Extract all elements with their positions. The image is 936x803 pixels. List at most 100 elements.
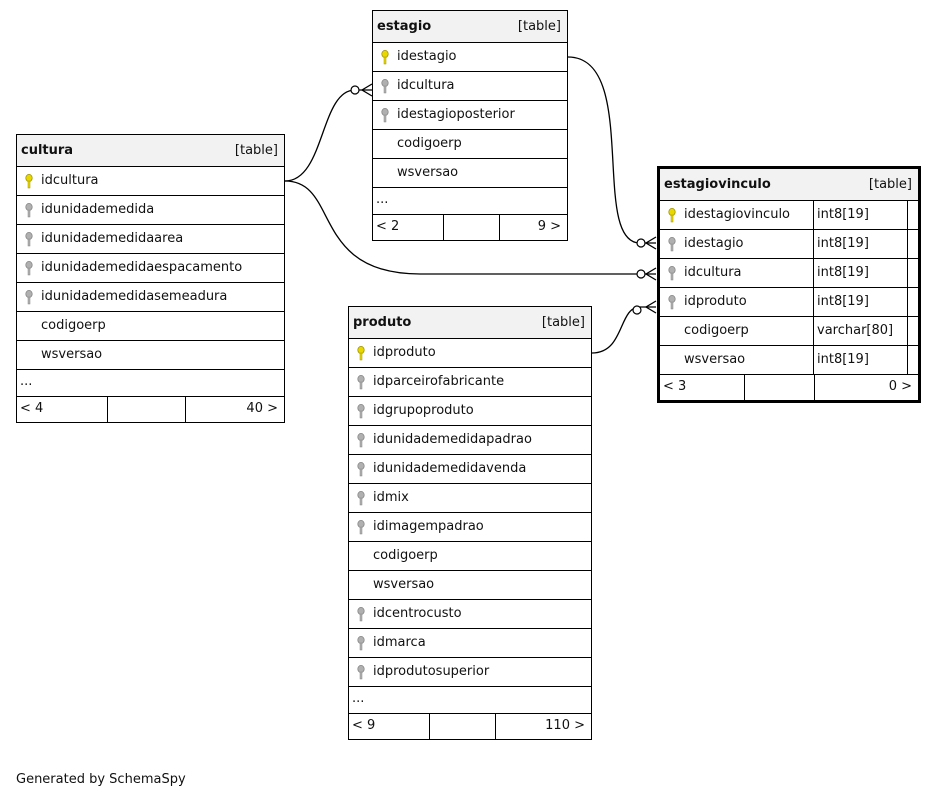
table-cultura[interactable]: cultura [table] idcultura idunidademedida id… — [16, 134, 285, 423]
column-row: codigoerp varchar[80] — [660, 317, 918, 346]
column-row: idestagio — [373, 43, 567, 72]
column-row: idcentrocusto — [349, 600, 591, 629]
column-type: varchar[80] — [813, 317, 907, 345]
primary-key-icon — [380, 50, 390, 65]
edge-estagio-estagiovinculo — [567, 56, 656, 244]
column-name[interactable]: wsversao — [684, 352, 746, 367]
column-name[interactable]: idcultura — [684, 265, 742, 280]
column-name[interactable]: idproduto — [373, 345, 436, 360]
column-name[interactable]: idestagio — [684, 236, 744, 251]
column-row: idunidademedidaespacamento — [17, 254, 284, 283]
column-row: idgrupoproduto — [349, 397, 591, 426]
column-row: idmix — [349, 484, 591, 513]
column-name[interactable]: codigoerp — [373, 548, 438, 563]
column-row: idunidademedidavenda — [349, 455, 591, 484]
column-name[interactable]: idestagioposterior — [397, 107, 515, 122]
foreign-key-icon — [24, 203, 34, 218]
column-name[interactable]: wsversao — [41, 347, 103, 362]
column-name[interactable]: idparceirofabricante — [373, 374, 505, 389]
column-name[interactable]: idunidademedidapadrao — [373, 432, 532, 447]
column-name[interactable]: wsversao — [373, 577, 435, 592]
footer-divider — [443, 215, 444, 240]
column-name[interactable]: idestagio — [397, 49, 457, 64]
foreign-key-icon — [380, 79, 390, 94]
table-name[interactable]: cultura — [21, 143, 74, 158]
children-count[interactable]: 0 > — [888, 379, 912, 394]
parents-count[interactable]: < 2 — [376, 219, 400, 234]
table-type-label: [table] — [541, 315, 585, 330]
column-row: idprodutosuperior — [349, 658, 591, 687]
column-name[interactable]: idunidademedidavenda — [373, 461, 527, 476]
edge-produto-estagiovinculo — [591, 306, 656, 354]
primary-key-icon — [667, 208, 677, 223]
column-row: idcultura int8[19] — [660, 259, 918, 288]
column-name[interactable]: codigoerp — [397, 136, 462, 151]
column-name[interactable]: idgrupoproduto — [373, 403, 474, 418]
column-row: idunidademedidasemeadura — [17, 283, 284, 312]
column-name[interactable]: idunidademedidaarea — [41, 231, 184, 246]
more-columns-ellipsis: ... — [20, 374, 33, 389]
edge-cultura-estagio — [284, 89, 372, 182]
children-count[interactable]: 110 > — [545, 718, 585, 733]
column-row: idunidademedidaarea — [17, 225, 284, 254]
column-name[interactable]: idcultura — [41, 173, 99, 188]
children-count[interactable]: 40 > — [246, 401, 278, 416]
column-row: idparceirofabricante — [349, 368, 591, 397]
crowfoot-marker — [644, 267, 657, 281]
children-count[interactable]: 9 > — [537, 219, 561, 234]
column-name[interactable]: idprodutosuperior — [373, 664, 490, 679]
more-columns-row: ... — [373, 188, 567, 215]
column-name[interactable]: idunidademedida — [41, 202, 155, 217]
column-name[interactable]: codigoerp — [41, 318, 106, 333]
footer-divider — [814, 375, 815, 400]
foreign-key-icon — [667, 295, 677, 310]
foreign-key-icon — [356, 665, 366, 680]
column-name[interactable]: idunidademedidaespacamento — [41, 260, 243, 275]
column-name[interactable]: idestagiovinculo — [684, 207, 791, 222]
column-name[interactable]: idmarca — [373, 635, 426, 650]
table-name[interactable]: estagio — [377, 19, 432, 34]
column-name[interactable]: idproduto — [684, 294, 747, 309]
crowfoot-marker — [360, 83, 373, 97]
more-columns-row: ... — [17, 370, 284, 397]
table-name[interactable]: produto — [353, 315, 412, 330]
table-estagio[interactable]: estagio [table] idestagio idcultura idestagi… — [372, 10, 568, 241]
column-name[interactable]: idcultura — [397, 78, 455, 93]
foreign-key-icon — [356, 636, 366, 651]
column-name[interactable]: idimagempadrao — [373, 519, 484, 534]
table-footer: < 2 9 > — [373, 215, 567, 240]
table-header: produto [table] — [349, 307, 591, 339]
table-type-label: [table] — [517, 19, 561, 34]
column-name[interactable]: idcentrocusto — [373, 606, 462, 621]
footer-divider — [185, 397, 186, 422]
column-row: wsversao — [373, 159, 567, 188]
column-type: int8[19] — [813, 259, 907, 287]
table-header: estagio [table] — [373, 11, 567, 43]
column-name[interactable]: codigoerp — [684, 323, 749, 338]
column-row: codigoerp — [349, 542, 591, 571]
optional-marker — [636, 269, 646, 279]
table-header: estagiovinculo[table] — [660, 169, 918, 201]
column-row: wsversao — [17, 341, 284, 370]
column-row: idestagioposterior — [373, 101, 567, 130]
right-margin-divider — [907, 201, 908, 375]
foreign-key-icon — [380, 108, 390, 123]
column-name[interactable]: idmix — [373, 490, 409, 505]
table-footer: < 9 110 > — [349, 714, 591, 739]
parents-count[interactable]: < 9 — [352, 718, 376, 733]
parents-count[interactable]: < 4 — [20, 401, 44, 416]
foreign-key-icon — [24, 232, 34, 247]
footer-divider — [495, 714, 496, 739]
column-name[interactable]: wsversao — [397, 165, 459, 180]
column-row: idunidademedida — [17, 196, 284, 225]
parents-count[interactable]: < 3 — [663, 379, 687, 394]
table-type-label: [table] — [234, 143, 278, 158]
column-name[interactable]: idunidademedidasemeadura — [41, 289, 228, 304]
table-name[interactable]: estagiovinculo — [664, 177, 771, 192]
column-row: idimagempadrao — [349, 513, 591, 542]
column-row: idmarca — [349, 629, 591, 658]
table-produto[interactable]: produto [table] idproduto idparceirofabrica… — [348, 306, 592, 740]
